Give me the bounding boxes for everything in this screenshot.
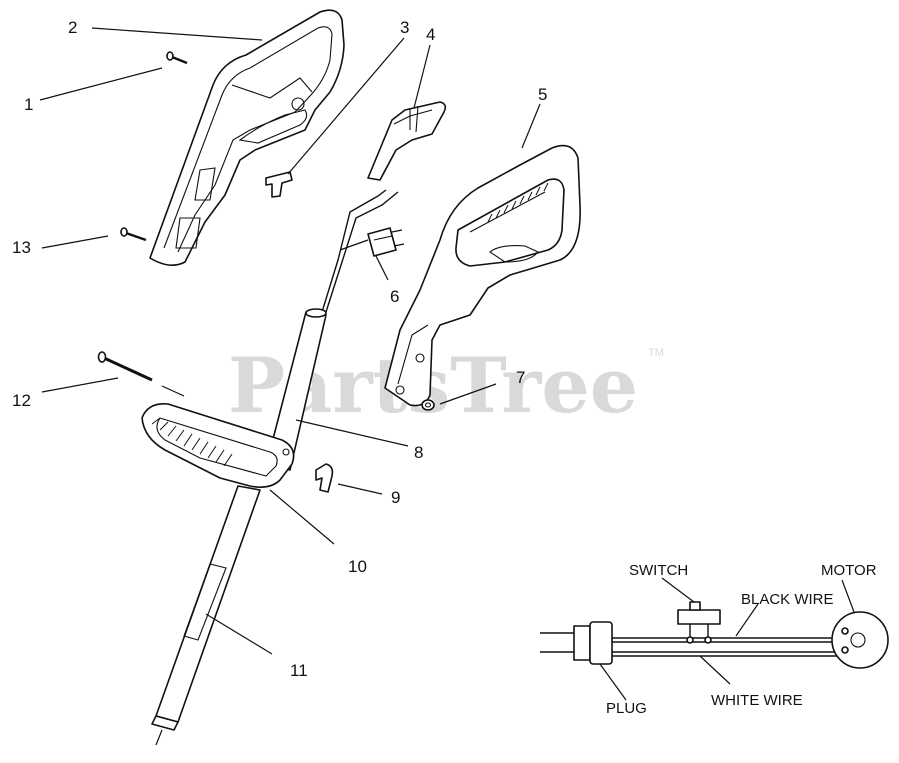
part-handle-right-half <box>384 144 581 407</box>
part-screw-bottom <box>120 227 147 242</box>
label-plug: PLUG <box>606 700 647 717</box>
part-switch-clip <box>265 171 293 198</box>
leader-lines <box>39 27 541 655</box>
label-motor: MOTOR <box>821 562 877 579</box>
part-handle-left-half <box>149 9 345 266</box>
callout-1: 1 <box>24 95 33 114</box>
wiring-diagram: SWITCH MOTOR BLACK WIRE WHITE WIRE PLUG <box>540 562 889 717</box>
label-switch: SWITCH <box>629 562 688 579</box>
part-clamp <box>315 463 334 493</box>
wiring-leaders <box>599 577 855 701</box>
callout-numbers: 1 2 3 4 5 6 7 8 9 10 11 12 13 <box>12 18 547 680</box>
part-trigger <box>367 101 447 181</box>
callout-4: 4 <box>426 25 435 44</box>
part-nut <box>421 399 435 411</box>
part-front-grip-ribs <box>151 417 233 467</box>
callout-2: 2 <box>68 18 77 37</box>
part-switch-wires <box>321 189 405 313</box>
part-lower-shaft <box>151 485 261 746</box>
label-black-wire: BLACK WIRE <box>741 591 834 608</box>
plug <box>540 621 613 665</box>
part-handle-right-hatching <box>487 182 549 223</box>
callout-12: 12 <box>12 391 31 410</box>
part-upper-shaft <box>265 308 327 471</box>
callout-8: 8 <box>414 443 423 462</box>
part-screw-top <box>166 51 188 65</box>
callout-9: 9 <box>391 488 400 507</box>
part-long-screw <box>97 351 185 397</box>
callout-3: 3 <box>400 18 409 37</box>
callout-10: 10 <box>348 557 367 576</box>
switch <box>677 601 721 637</box>
callout-6: 6 <box>390 287 399 306</box>
wires <box>612 636 846 657</box>
watermark-trademark: TM <box>648 347 664 359</box>
callout-13: 13 <box>12 238 31 257</box>
label-white-wire: WHITE WIRE <box>711 692 803 709</box>
motor <box>831 611 889 669</box>
callout-11: 11 <box>290 661 308 680</box>
part-front-grip <box>141 402 295 488</box>
callout-5: 5 <box>538 85 547 104</box>
callout-7: 7 <box>516 368 525 387</box>
